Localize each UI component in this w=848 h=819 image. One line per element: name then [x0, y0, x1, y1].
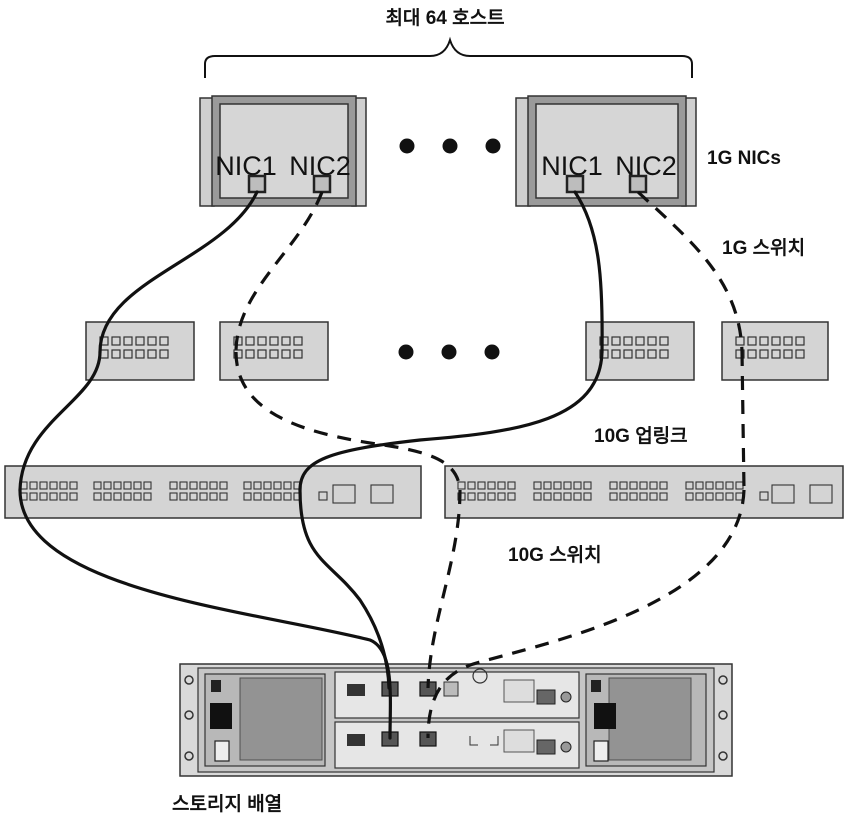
host2-nic1-port: [565, 174, 585, 194]
switch-1g-4: [721, 321, 829, 381]
switch-10g-label: 10G 스위치: [508, 544, 602, 566]
host2-nic2-port: [628, 174, 648, 194]
cable-host1-nic1-to-sw1: [98, 190, 259, 354]
storage-array: [179, 663, 733, 777]
controller1-port1: [419, 731, 437, 747]
cable-host2-nic1-to-sw3: [573, 190, 604, 354]
switch-10g-2: [444, 465, 844, 519]
nics-1g-label: 1G NICs: [707, 148, 781, 169]
switch-10g-1: [4, 465, 422, 519]
cable-10g-sw2-to-storage-ctrl0-port1: [426, 489, 462, 689]
storage-array-label: 스토리지 배열: [172, 793, 282, 815]
cable-sw3-uplink-to-10g-sw1: [298, 350, 604, 492]
switch-1g-3: [585, 321, 695, 381]
switch-1g-1: [85, 321, 195, 381]
switch-1g-2: [219, 321, 329, 381]
cable-sw2-to-10g-sw2: [234, 351, 462, 491]
uplink-10g-label: 10G 업링크: [594, 425, 688, 447]
host-server-2: NIC1 NIC2: [515, 95, 697, 207]
host-ellipsis: [399, 138, 501, 154]
host-server-1: NIC1 NIC2: [199, 95, 367, 207]
switch-1g-label: 1G 스위치: [722, 237, 805, 259]
cable-10g-sw2-to-storage-ctrl1-port1: [426, 489, 746, 739]
host1-nic1-label: NIC1: [215, 151, 277, 181]
cable-host2-nic2-to-sw4: [636, 190, 744, 353]
host1-nic1-port: [247, 174, 267, 194]
host1-nic2-port: [312, 174, 332, 194]
max-hosts-label: 최대 64 호스트: [385, 7, 504, 29]
cable-10g-sw1-to-storage-ctrl0-port0: [298, 488, 391, 690]
cable-sw1-to-10g-sw1: [18, 350, 102, 492]
switch-ellipsis: [398, 344, 500, 360]
hosts-brace: [204, 36, 693, 78]
